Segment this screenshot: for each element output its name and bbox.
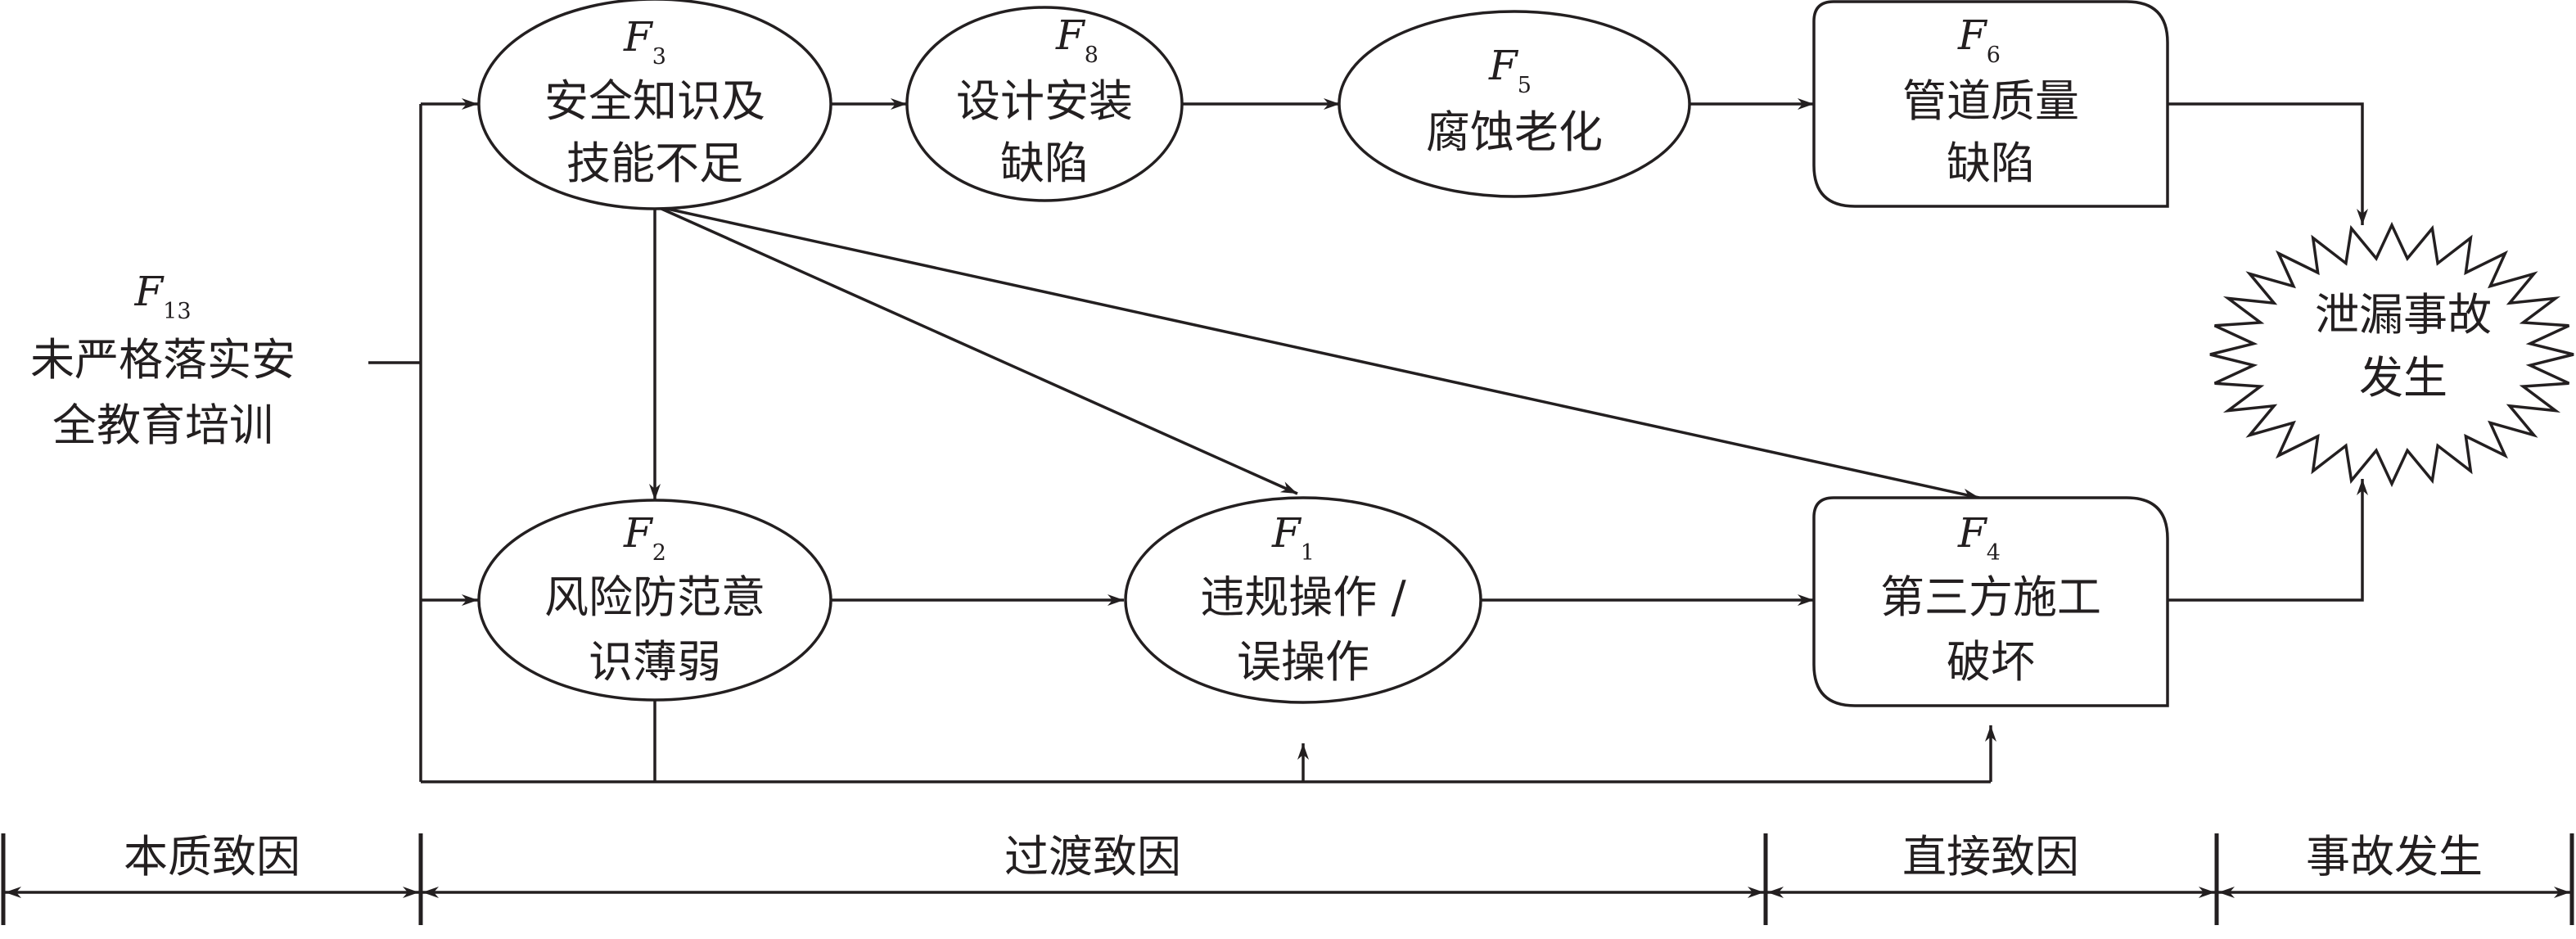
node-f5: F5 腐蚀老化 [1338, 10, 1691, 198]
node-f4-line-2: 破坏 [1947, 636, 2035, 688]
node-f3-line-2: 技能不足 [566, 138, 743, 189]
stage-label-4: 事故发生 [2306, 831, 2483, 883]
node-f2-shape [477, 499, 832, 702]
node-f3-var: F3 [623, 13, 666, 70]
node-f1-shape [1124, 496, 1482, 704]
stage-label-1: 本质致因 [124, 831, 300, 883]
node-accident-line-2: 发生 [2359, 352, 2447, 404]
node-f6: F6 管道质量 缺陷 [1812, 0, 2169, 208]
node-f13-line-1: 未严格落实安 [30, 334, 295, 386]
node-accident: 泄漏事故 发生 [2209, 221, 2574, 488]
node-f5-line-1: 腐蚀老化 [1426, 106, 1603, 158]
node-f8-line-1: 设计安装 [956, 75, 1133, 127]
node-f13-line-2: 全教育培训 [52, 400, 273, 451]
stage-label-2: 过渡致因 [1004, 831, 1181, 883]
node-accident-line-1: 泄漏事故 [2315, 289, 2492, 341]
node-f5-shape [1338, 10, 1691, 198]
node-f1: F1 违规操作 / 误操作 [1124, 496, 1482, 704]
node-f6-line-1: 管道质量 [1902, 75, 2079, 127]
node-f4: F4 第三方施工 破坏 [1812, 496, 2169, 707]
node-f3-line-1: 安全知识及 [544, 75, 765, 127]
node-f8-line-2: 缺陷 [1000, 138, 1089, 189]
accident-burst-shape [2209, 221, 2574, 488]
stage-timeline: 本质致因 过渡致因 直接致因 事故发生 [1, 831, 2574, 925]
node-f2-line-2: 识薄弱 [589, 636, 721, 688]
node-f4-shape [1812, 496, 2169, 707]
connector-lines [368, 98, 2368, 783]
node-f3-shape [477, 0, 832, 210]
node-f13: F13 未严格落实安 全教育培训 [30, 268, 295, 451]
node-f4-var: F4 [1957, 509, 2001, 566]
stage-label-3: 直接致因 [1902, 831, 2079, 883]
node-f8-shape [905, 6, 1184, 202]
node-f6-line-2: 缺陷 [1947, 138, 2035, 189]
node-f2-line-1: 风险防范意 [544, 571, 765, 623]
node-f2: F2 风险防范意 识薄弱 [477, 499, 832, 702]
node-f1-var: F1 [1271, 509, 1315, 566]
node-f1-line-1: 违规操作 / [1200, 571, 1406, 623]
node-f6-var: F6 [1957, 11, 2001, 68]
node-f1-line-2: 误操作 [1237, 636, 1369, 688]
node-f13-var: F13 [133, 268, 191, 324]
node-f3: F3 安全知识及 技能不足 [477, 0, 832, 210]
node-f2-var: F2 [623, 509, 666, 566]
node-f6-shape [1812, 0, 2169, 208]
node-f8: F8 设计安装 缺陷 [905, 6, 1184, 202]
node-f5-var: F5 [1488, 42, 1532, 98]
node-f8-var: F8 [1055, 11, 1099, 68]
node-f4-line-1: 第三方施工 [1880, 571, 2101, 623]
